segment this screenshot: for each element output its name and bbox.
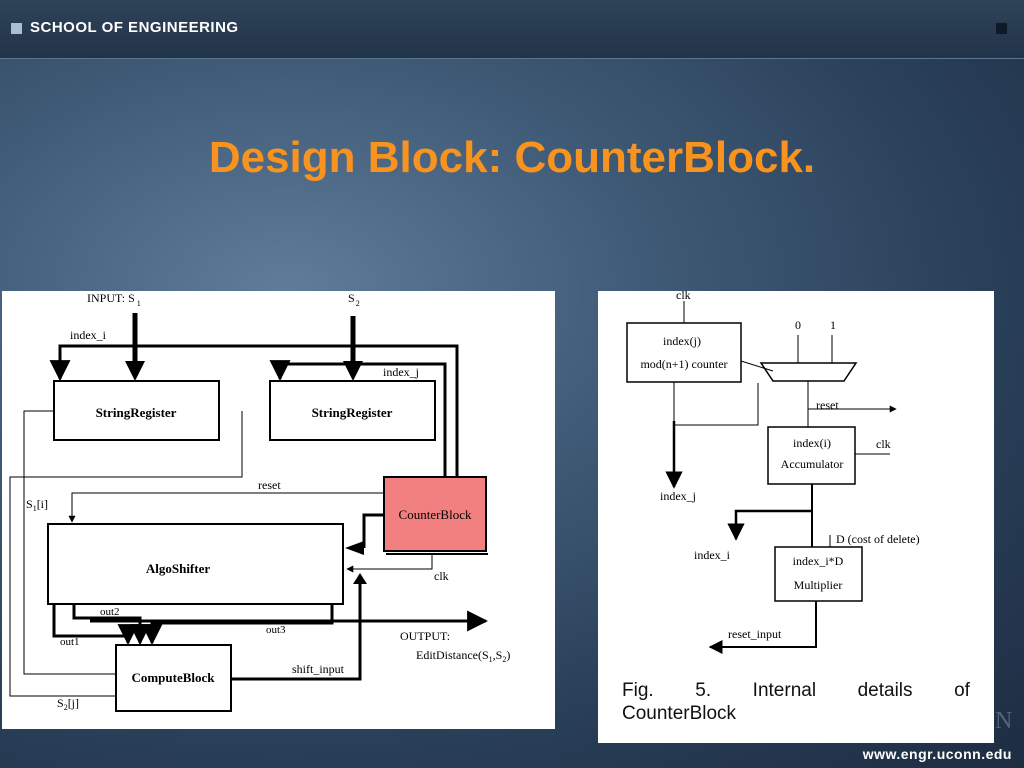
multiplier-line2: Multiplier: [794, 578, 843, 592]
edit-distance-label: EditDistance(S1,S2): [416, 648, 510, 664]
caption-internal: Internal: [752, 680, 817, 701]
mux-input-0-label: 0: [795, 318, 801, 332]
s2-j-wire: [9, 411, 243, 697]
s2-arrowhead: [343, 361, 363, 381]
counter-block-box: [383, 476, 487, 552]
s1-i-label: S1[i]: [26, 497, 48, 513]
uconn-logo-fragment: N: [995, 708, 1013, 734]
caption-of: of: [954, 680, 970, 701]
index-j-wire: [269, 360, 447, 477]
shift-input-wire: [231, 581, 362, 681]
index-j-counter-line1: index(j): [663, 334, 701, 348]
cost-of-delete-label: D (cost of delete): [836, 532, 920, 546]
multiplier-line1: index_i*D: [793, 554, 844, 568]
s1-i-wire: [23, 410, 116, 675]
counter-block-detail-diagram: clk index(j) mod(n+1) counter 0 1 reset …: [626, 288, 920, 654]
clk-label: clk: [434, 569, 449, 583]
acc-clk-label: clk: [876, 437, 891, 451]
string-register-2-label: StringRegister: [312, 405, 393, 420]
counter-block-label: CounterBlock: [399, 507, 472, 522]
s2-j-label: S2[j]: [57, 696, 79, 712]
multiplier-box: [774, 546, 863, 602]
counter-to-algo-arrowhead: [345, 541, 364, 555]
algo-shifter-box: [47, 523, 344, 605]
out3-label: out3: [266, 624, 286, 636]
caption-details: details: [857, 680, 913, 701]
counter-block-detail-panel: clk index(j) mod(n+1) counter 0 1 reset …: [598, 288, 994, 743]
reset-wire: [68, 492, 384, 523]
caption-num: 5.: [695, 680, 712, 701]
index-i-label: index_i: [70, 328, 107, 342]
compute-block-label: ComputeBlock: [131, 670, 215, 685]
out1-wire: [52, 604, 139, 646]
header-square-right-icon: [996, 23, 1007, 34]
reset-label: reset: [258, 478, 281, 492]
mux-shape: [759, 362, 858, 382]
index-j-counter-box: [626, 322, 742, 383]
index-i-out-wire: [727, 509, 812, 541]
reset-input-label: reset_input: [728, 627, 782, 641]
index-j-out-label: index_j: [660, 489, 696, 503]
out3-wire: [141, 604, 334, 646]
string-register-1-label: StringRegister: [96, 405, 177, 420]
clk-wire: [346, 554, 433, 573]
header-bar: SCHOOL OF ENGINEERING: [0, 0, 1024, 59]
accumulator-line1: index(i): [793, 436, 831, 450]
index-j-counter-line2: mod(n+1) counter: [640, 357, 727, 371]
compute-block-box: [115, 644, 232, 712]
shift-input-label: shift_input: [292, 662, 345, 676]
index-i-out-label: index_i: [694, 548, 731, 562]
reset-out-label: reset: [816, 398, 839, 412]
slide-title: Design Block: CounterBlock.: [208, 133, 816, 182]
header-square-icon: [11, 23, 22, 34]
school-title: SCHOOL OF ENGINEERING: [30, 19, 239, 36]
out1-label: out1: [60, 636, 80, 648]
index-i-wire: [49, 344, 459, 477]
string-register-1-box: [53, 380, 220, 441]
input-s2-label: S2: [348, 291, 360, 308]
clk-top-label: clk: [676, 291, 691, 302]
output-label: OUTPUT:: [400, 629, 450, 643]
mux-input-1-label: 1: [830, 318, 836, 332]
figure-caption: Fig. 5. Internal details of CounterBlock: [622, 679, 970, 725]
s1-arrowhead: [125, 361, 145, 381]
counter-feedback-wire: [673, 382, 759, 426]
index-j-label: index_j: [383, 365, 419, 379]
caption-fig: Fig.: [622, 680, 654, 701]
out2-label: out2: [100, 606, 120, 618]
shift-input-arrowhead: [353, 573, 367, 584]
counter-to-mux-wire: [740, 360, 774, 372]
algo-shifter-label: AlgoShifter: [146, 561, 211, 576]
caption-line-2: CounterBlock: [622, 703, 737, 724]
counter-to-algo-wire: [362, 513, 384, 548]
caption-line-1: Fig. 5. Internal details of: [622, 679, 970, 702]
out2-wire: [72, 604, 151, 646]
footer-url: www.engr.uconn.edu: [862, 746, 1012, 762]
accumulator-line2: Accumulator: [781, 457, 844, 471]
string-register-2-box: [269, 380, 436, 441]
reset-input-wire: [708, 601, 817, 654]
